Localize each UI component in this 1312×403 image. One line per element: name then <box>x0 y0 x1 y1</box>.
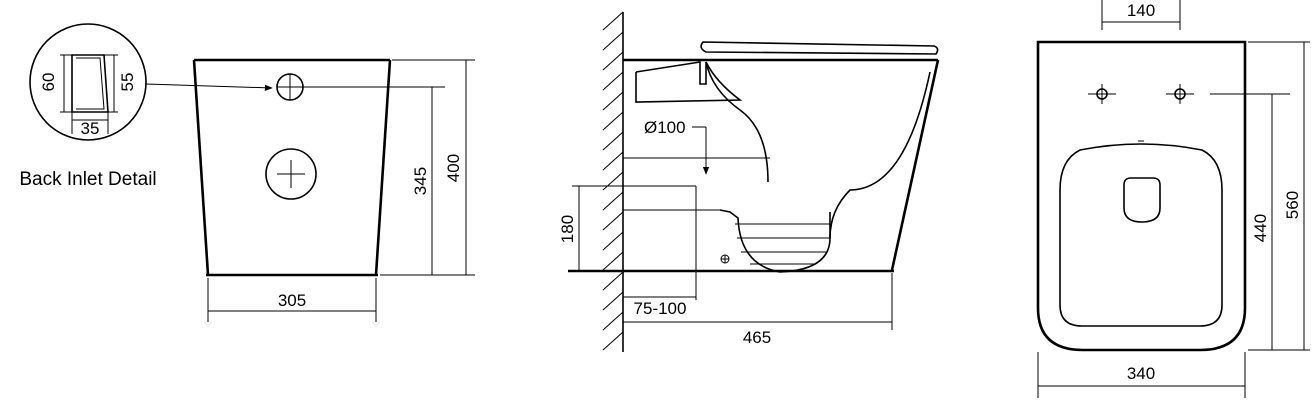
top-dim-560: 560 <box>1283 191 1302 219</box>
top-dim-340: 340 <box>1127 364 1155 383</box>
detail-dim-35: 35 <box>81 119 100 138</box>
detail-dim-55: 55 <box>118 73 137 92</box>
detail-label: Back Inlet Detail <box>19 169 156 190</box>
top-view: 140 340 440 560 <box>1036 0 1310 398</box>
side-dim-465: 465 <box>743 328 771 347</box>
top-dim-140: 140 <box>1127 1 1155 20</box>
front-view: 305 345 400 <box>192 58 475 322</box>
outlet-symbol <box>265 148 317 200</box>
detail-dim-60: 60 <box>39 73 58 92</box>
side-dim-180: 180 <box>558 215 577 243</box>
back-inlet-detail: 60 55 35 Back Inlet Detail <box>19 23 157 190</box>
side-view: Ø100 180 75-100 465 <box>558 11 940 352</box>
front-dim-305: 305 <box>278 291 306 310</box>
top-dim-440: 440 <box>1251 214 1270 242</box>
side-dim-wall-distance: 75-100 <box>634 299 687 318</box>
detail-leader-arrow <box>145 83 273 91</box>
front-dim-400: 400 <box>444 154 463 182</box>
front-dim-345: 345 <box>411 167 430 195</box>
side-dim-diameter: Ø100 <box>644 118 686 137</box>
